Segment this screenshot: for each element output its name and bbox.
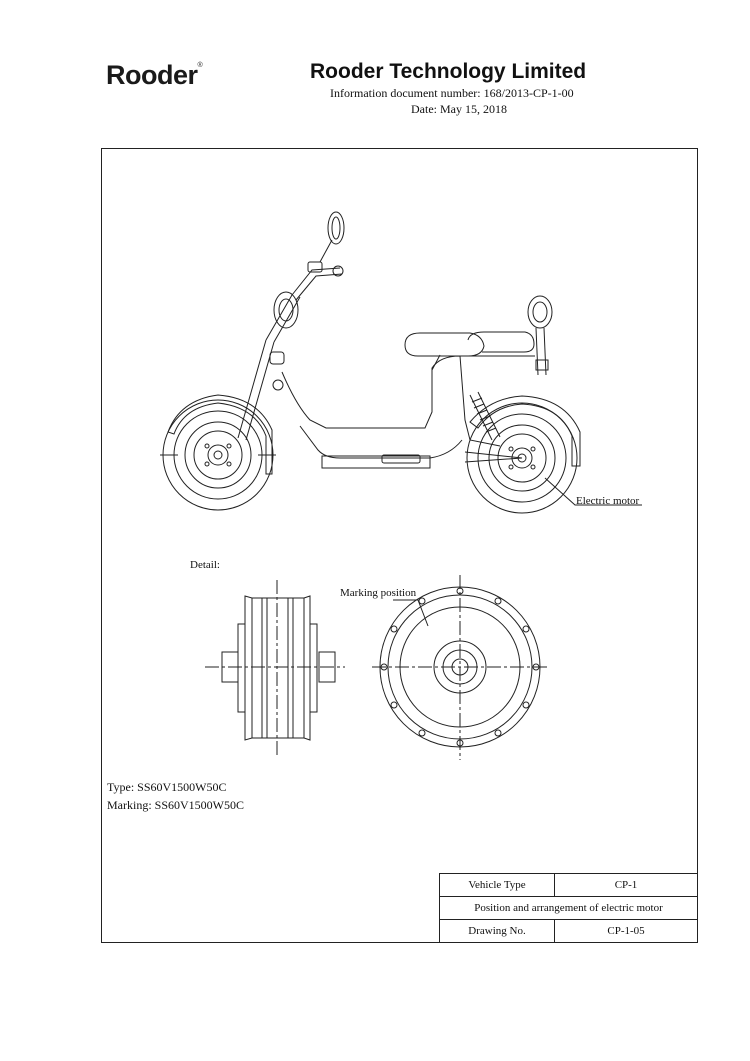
motor-callout-line (544, 477, 642, 506)
flange-bolts (380, 587, 540, 747)
drawing-description: Position and arrangement of electric mot… (439, 896, 698, 920)
floorboard (299, 425, 463, 459)
rear-fender (469, 395, 581, 467)
type-spec: Type: SS60V1500W50C (107, 780, 227, 794)
title-block-row: Drawing No. CP-1-05 (439, 919, 698, 943)
marking-callout-line (393, 599, 429, 627)
swing-arm (464, 451, 523, 463)
document-date: Date: May 15, 2018 (411, 102, 507, 116)
motor-side-view (205, 580, 345, 756)
drawing-frame (101, 148, 698, 943)
front-fender (167, 394, 273, 475)
backrest (527, 295, 553, 376)
logo-text: Rooder (106, 60, 198, 90)
battery-handle (381, 454, 421, 464)
marking-spec: Marking: SS60V1500W50C (107, 798, 245, 812)
drawing-number-label: Drawing No. (439, 919, 555, 943)
headlight (273, 291, 299, 329)
motor-front-view (372, 575, 548, 760)
handlebar (291, 261, 344, 301)
mirror (319, 211, 345, 263)
title-block: Vehicle Type CP-1 Position and arrangeme… (439, 873, 698, 943)
scooter-drawing (160, 211, 642, 514)
rear-shock (469, 391, 501, 441)
marking-position-label: Marking position (340, 587, 417, 599)
front-fork (237, 294, 301, 441)
vehicle-type-label: Vehicle Type (439, 873, 555, 897)
drawing-number-value: CP-1-05 (554, 919, 698, 943)
registered-mark: ® (197, 62, 203, 69)
title-block-row: Position and arrangement of electric mot… (439, 896, 698, 920)
title-block-row: Vehicle Type CP-1 (439, 873, 698, 897)
seat (404, 331, 535, 371)
company-name: Rooder Technology Limited (310, 60, 587, 83)
detail-label: Detail: (190, 559, 220, 571)
battery-box (321, 455, 431, 469)
front-wheel (160, 399, 276, 511)
rear-wheel (466, 402, 578, 514)
body-frame (281, 355, 501, 447)
document-number: Information document number: 168/2013-CP… (330, 86, 574, 100)
motor-callout-label: Electric motor (576, 495, 640, 507)
rooder-logo: Rooder® (106, 60, 203, 91)
vehicle-type-value: CP-1 (554, 873, 698, 897)
